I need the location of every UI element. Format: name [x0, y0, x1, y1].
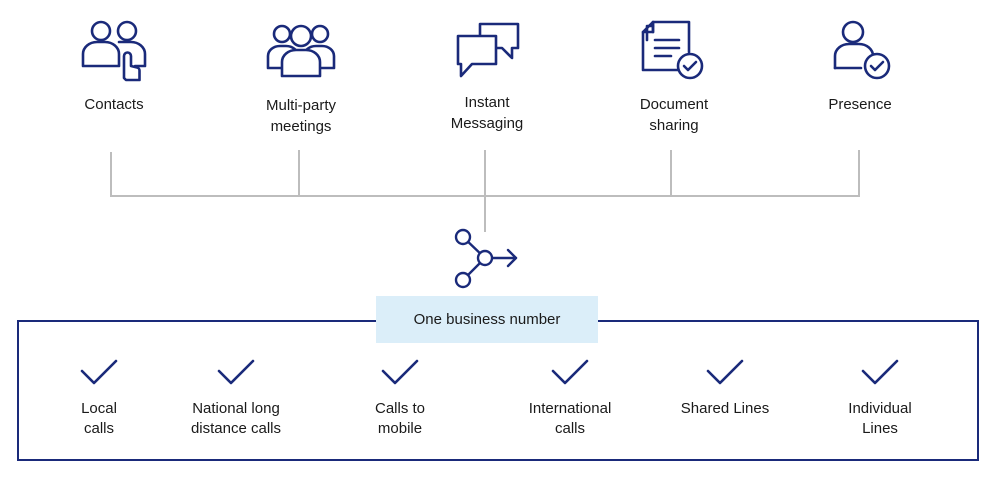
feature-label: Instant Messaging [450, 94, 524, 132]
share-arrow-icon [454, 228, 518, 289]
feature-meetings: Multi-party meetings [226, 18, 376, 137]
contacts-icon [81, 20, 147, 82]
chat-bubbles-icon [456, 22, 520, 78]
service-label: International calls [528, 400, 612, 437]
service-label: Individual Lines [848, 400, 912, 437]
service-national-long-distance: National long distance calls [161, 358, 311, 439]
service-label: Local calls [81, 400, 117, 437]
feature-presence: Presence [785, 18, 935, 115]
feature-label: Document sharing [639, 96, 709, 134]
box-title: One business number [376, 296, 598, 343]
service-calls-to-mobile: Calls to mobile [325, 358, 475, 439]
service-label: Calls to mobile [374, 400, 426, 437]
user-check-icon [833, 20, 891, 80]
feature-label: Contacts [84, 96, 144, 113]
service-international-calls: International calls [495, 358, 645, 439]
checkmark-icon [551, 359, 589, 385]
feature-label: Presence [828, 96, 892, 113]
group-meeting-icon [266, 24, 336, 78]
checkmark-icon [80, 359, 118, 385]
feature-label: Multi-party meetings [265, 97, 336, 135]
checkmark-icon [381, 359, 419, 385]
feature-contacts: Contacts [39, 18, 189, 115]
service-shared-lines: Shared Lines [650, 358, 800, 419]
service-local-calls: Local calls [24, 358, 174, 439]
feature-document-sharing: Document sharing [599, 18, 749, 136]
service-label: Shared Lines [680, 400, 770, 417]
service-individual-lines: Individual Lines [805, 358, 955, 439]
service-label: National long distance calls [190, 400, 282, 437]
document-check-icon [641, 20, 704, 80]
checkmark-icon [706, 359, 744, 385]
checkmark-icon [861, 359, 899, 385]
checkmark-icon [217, 359, 255, 385]
feature-instant-messaging: Instant Messaging [412, 18, 562, 134]
